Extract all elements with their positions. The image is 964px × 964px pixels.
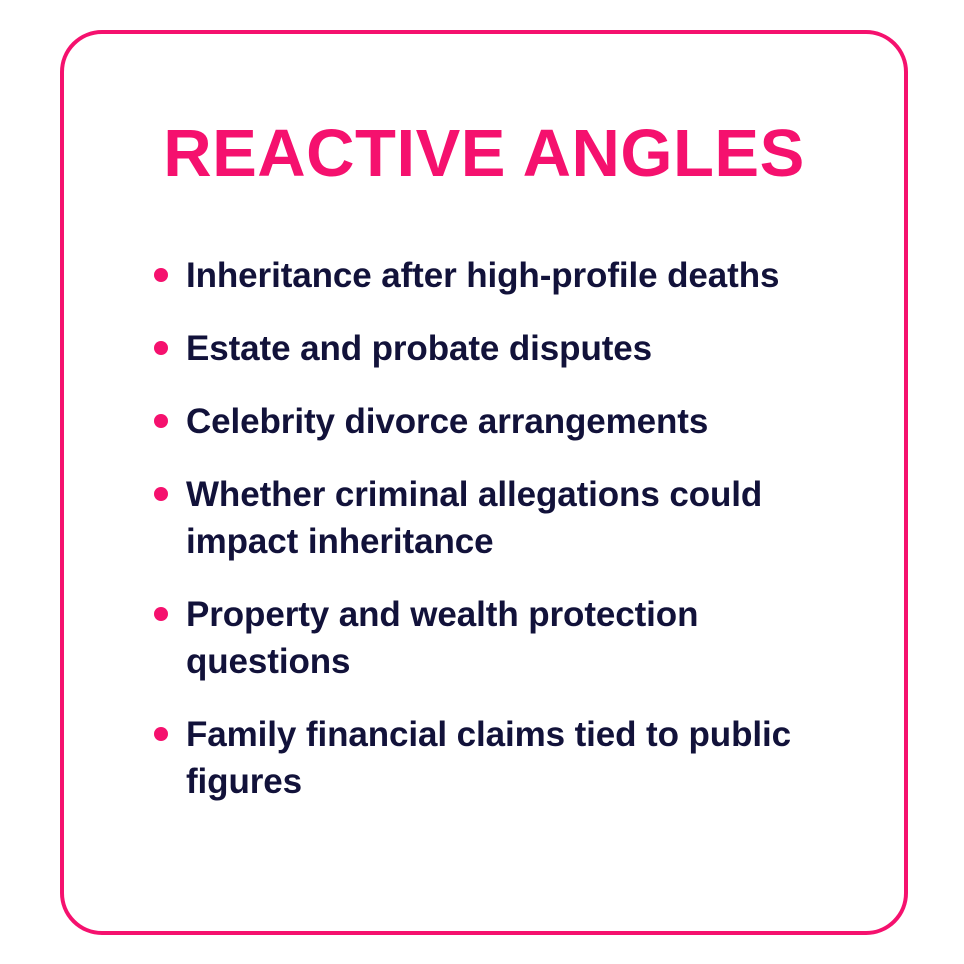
bullet-dot-icon — [154, 414, 168, 428]
bullet-dot-icon — [154, 268, 168, 282]
reactive-angles-list: Inheritance after high-profile deaths Es… — [147, 252, 860, 805]
list-item: Family financial claims tied to public f… — [147, 711, 860, 805]
bullet-dot-icon — [154, 727, 168, 741]
list-item: Inheritance after high-profile deaths — [147, 252, 860, 299]
list-item: Whether criminal allegations could impac… — [147, 471, 860, 565]
list-item-label: Estate and probate disputes — [186, 329, 653, 368]
bullet-dot-icon — [154, 607, 168, 621]
reactive-angles-card: REACTIVE ANGLES Inheritance after high-p… — [60, 30, 908, 935]
list-item-label: Inheritance after high-profile deaths — [186, 256, 780, 295]
list-item: Celebrity divorce arrangements — [147, 398, 860, 445]
bullet-dot-icon — [154, 487, 168, 501]
bullet-dot-icon — [154, 341, 168, 355]
list-item: Property and wealth protection questions — [147, 591, 860, 685]
list-item: Estate and probate disputes — [147, 325, 860, 372]
list-item-label: Celebrity divorce arrangements — [186, 402, 709, 441]
list-item-label: Family financial claims tied to public f… — [186, 715, 791, 801]
list-item-label: Property and wealth protection questions — [186, 595, 699, 681]
page-title: REACTIVE ANGLES — [163, 116, 805, 191]
list-item-label: Whether criminal allegations could impac… — [186, 475, 763, 561]
